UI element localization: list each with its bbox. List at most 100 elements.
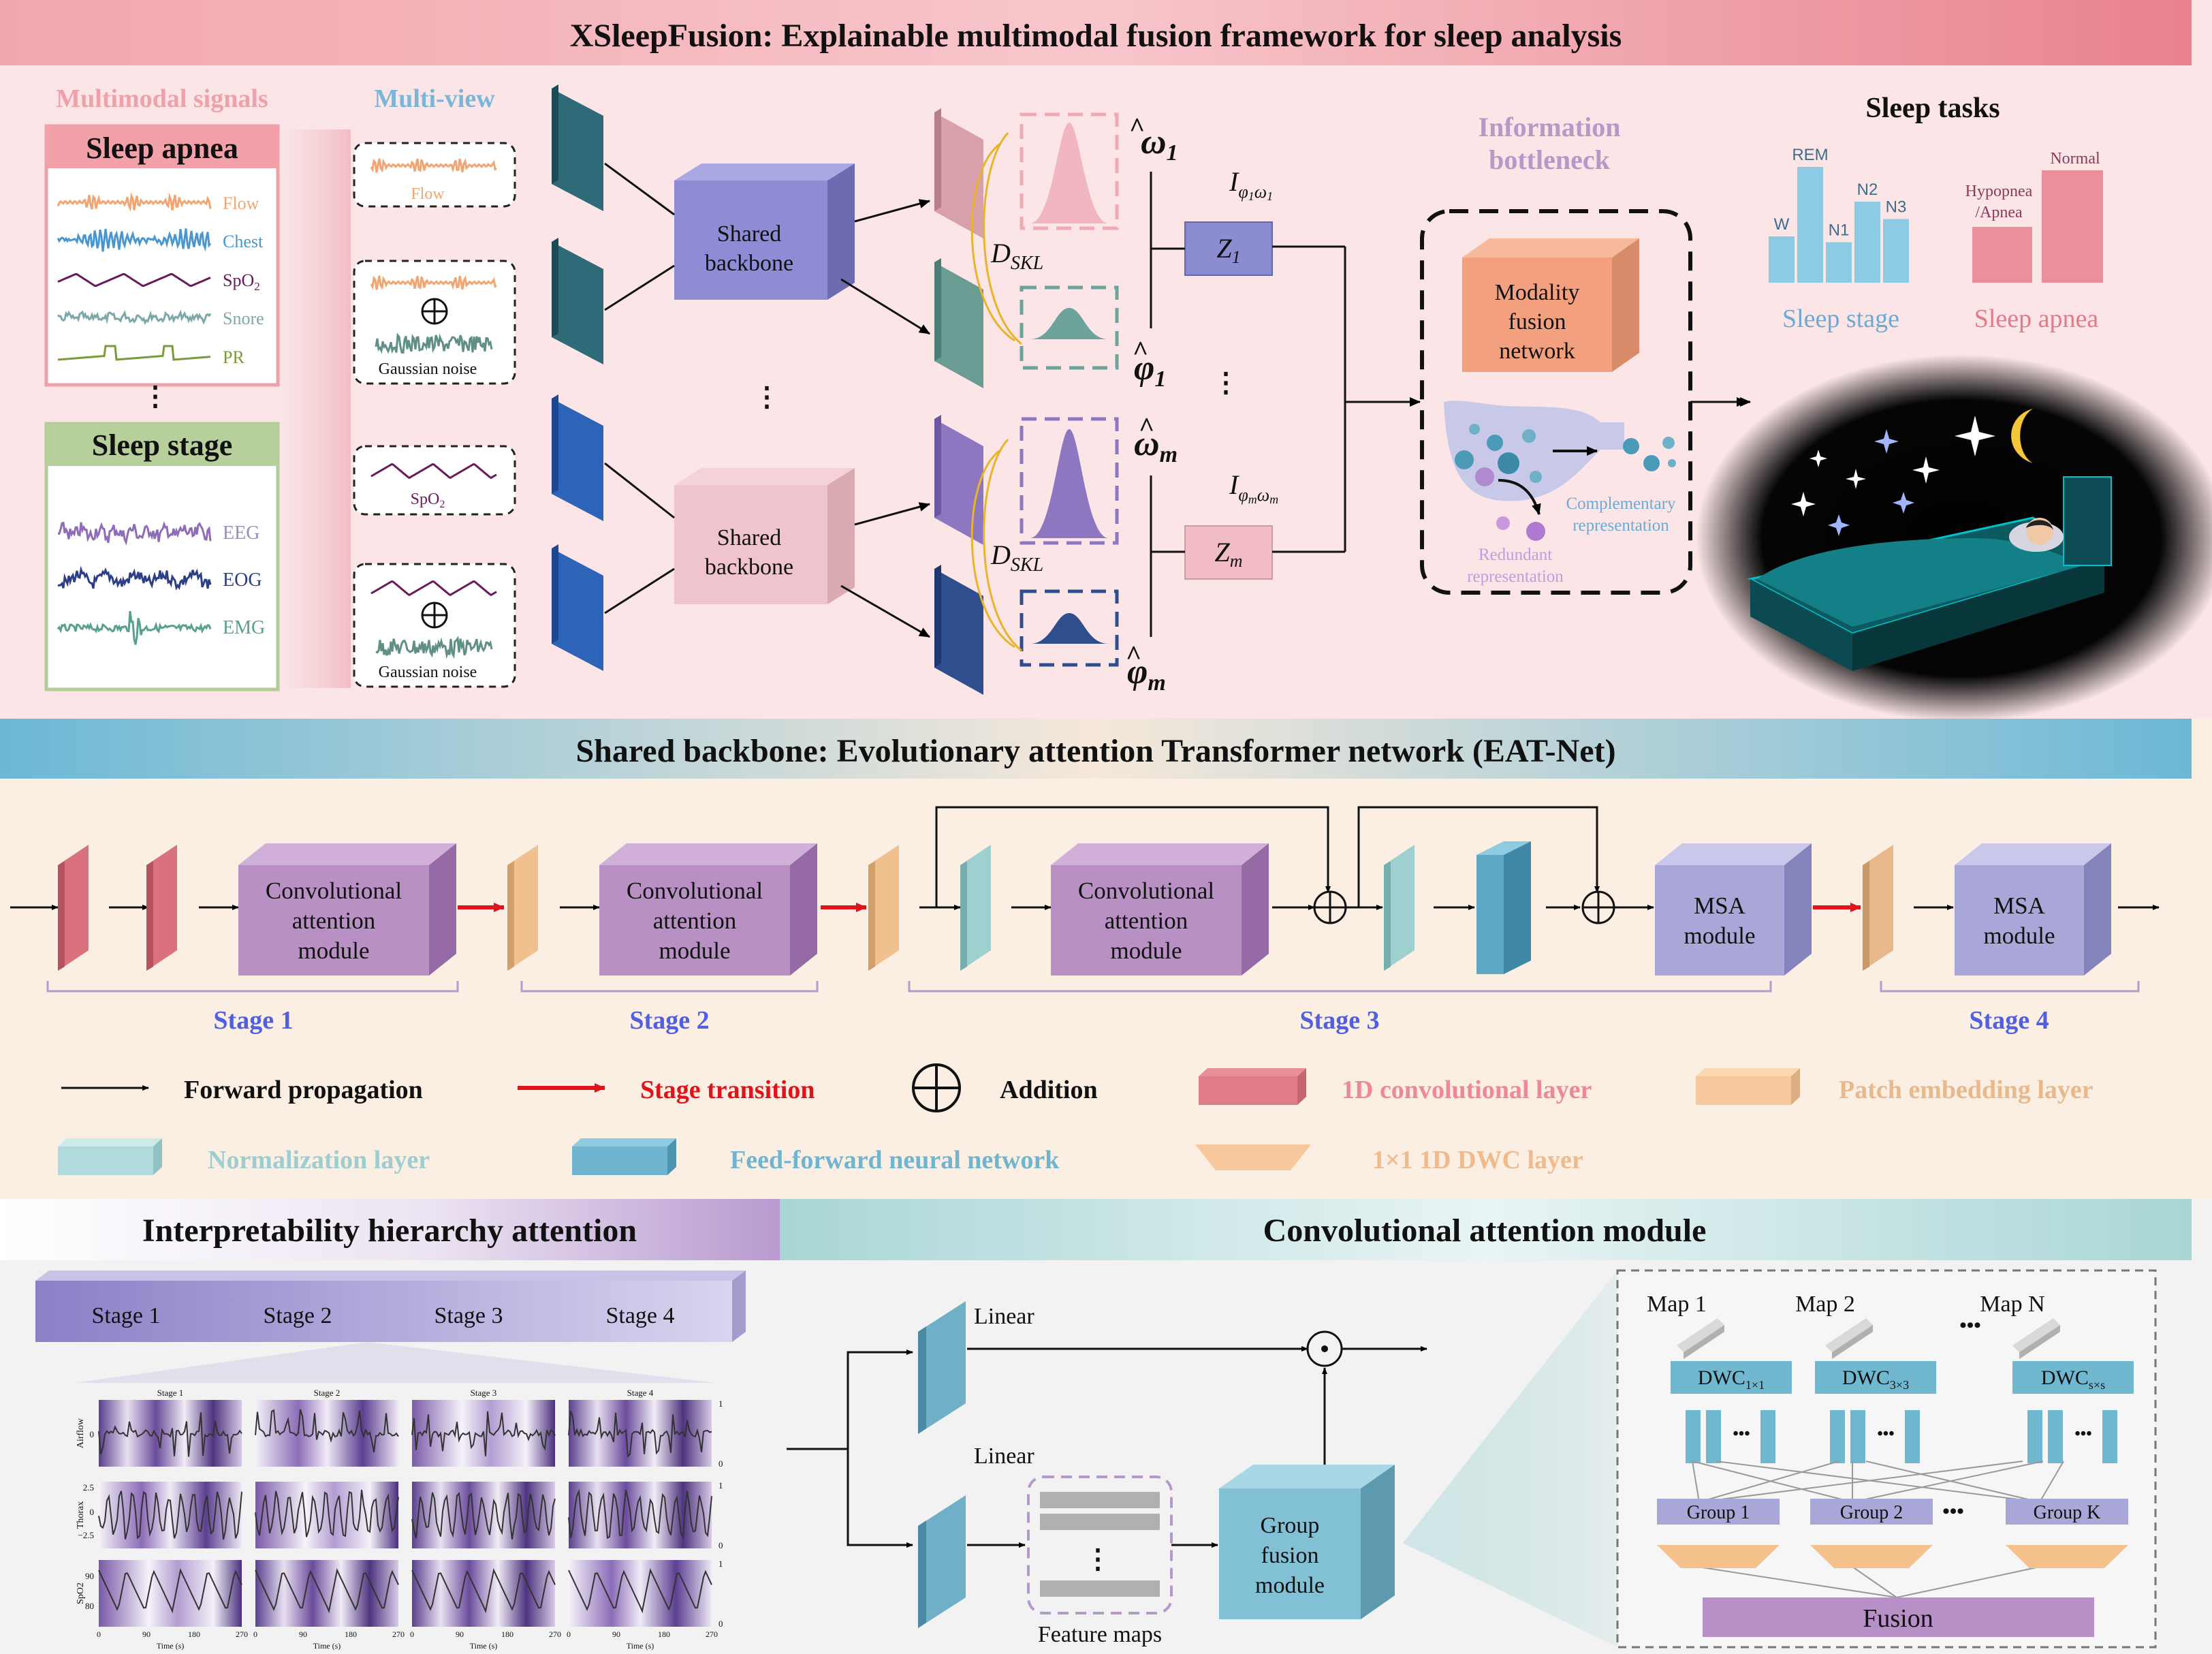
groups-ellipsis: ••• (1942, 1500, 1964, 1523)
patch-embed-slab (868, 845, 899, 971)
legend-forward: Forward propagation (184, 1076, 423, 1104)
y-tick: 0 (90, 1507, 95, 1517)
view-flow: Flow (354, 143, 515, 206)
shared-backbone-1: Shared backbone (674, 163, 855, 300)
legend-dwc: 1×1 1D DWC layer (1372, 1146, 1583, 1174)
attention-cell (569, 1560, 712, 1627)
heatmap-row-label: Airflow (76, 1418, 86, 1448)
modality-fusion-label: fusion (1508, 309, 1566, 334)
svg-text:^: ^ (1139, 411, 1154, 442)
legend-norm: Normalization layer (208, 1146, 430, 1174)
sleep-illustration (1696, 354, 2212, 722)
info-bottleneck-label: Information (1479, 112, 1621, 142)
patch-embed-slab (507, 845, 538, 971)
conv-attention-module: Convolutionalattentionmodule (599, 843, 817, 976)
linear-label-1: Linear (974, 1304, 1034, 1329)
map-n-label: Map N (1980, 1292, 2044, 1317)
sleep-apnea-box: Sleep apnea Flow Chest SpO2 Snore PR (46, 126, 278, 385)
colorbar-tick: 1 (718, 1399, 723, 1409)
x-tick: 180 (501, 1629, 514, 1639)
signals-ellipsis: ⋮ (142, 381, 169, 411)
maps-ellipsis: ••• (1959, 1314, 1981, 1337)
sleep-stage-cat: N2 (1857, 181, 1878, 199)
sleep-stage-bar (1797, 167, 1823, 283)
channel-bar (1905, 1410, 1920, 1463)
conv-attention-module-label: Convolutional (1078, 877, 1215, 904)
sleep-tasks-title: Sleep tasks (1865, 93, 2000, 124)
feature-maps-label: Feature maps (1038, 1622, 1162, 1647)
fusion-label: Fusion (1863, 1604, 1933, 1633)
view-funnel (279, 129, 351, 688)
gaussian-noise-label: Gaussian noise (379, 360, 477, 378)
emg-label: EMG (223, 617, 265, 638)
conv-attention-module-label: module (1111, 937, 1182, 964)
ffn-slab (1476, 841, 1531, 974)
y-tick: −2.5 (78, 1530, 94, 1540)
multimodal-signals-label: Multimodal signals (56, 84, 268, 113)
x-tick: 270 (236, 1629, 248, 1639)
info-bottleneck-label: bottleneck (1489, 144, 1611, 175)
conv-attention-module: Convolutionalattentionmodule (238, 843, 456, 976)
stage2-label: Stage 2 (629, 1006, 709, 1035)
channel-bar (1706, 1410, 1721, 1463)
y-tick: 0 (90, 1429, 95, 1439)
channel-bar (1830, 1410, 1845, 1463)
x-tick: 0 (410, 1629, 414, 1639)
x-tick: 270 (706, 1629, 718, 1639)
conv-attention-module: Convolutionalattentionmodule (1051, 843, 1269, 976)
colorbar-tick: 0 (718, 1540, 723, 1550)
heatmap-row-label: Thorax (76, 1501, 86, 1529)
channel-bar (2048, 1410, 2063, 1463)
sleep-stage-chart-title: Sleep stage (1782, 305, 1899, 333)
msa-module-label: MSA (1993, 892, 2046, 919)
conv-attention-module-label: module (298, 937, 370, 964)
sleep-stage-bar (1826, 243, 1852, 283)
stage-attention-bar: Stage 1 Stage 2 Stage 3 Stage 4 (35, 1270, 746, 1342)
x-tick: 90 (456, 1629, 464, 1639)
apnea-bar-hypopnea (1972, 227, 2032, 283)
attention-stage-2: Stage 2 (263, 1303, 332, 1328)
conv-attention-module-label: attention (292, 907, 375, 934)
attention-cell (412, 1560, 555, 1627)
apnea-bar-normal (2042, 170, 2103, 283)
legend-transition: Stage transition (640, 1076, 815, 1104)
flow-label: Flow (223, 193, 259, 213)
norm-slab (960, 845, 991, 971)
attention-cell (255, 1400, 398, 1467)
group-fusion-label: fusion (1261, 1543, 1319, 1568)
bottom-left-title: Interpretability hierarchy attention (142, 1213, 637, 1249)
modality-fusion-network: Modality fusion network (1462, 238, 1639, 372)
msa-module-label: module (1684, 922, 1756, 949)
legend-patch-swatch (1696, 1068, 1800, 1105)
attention-stage-4: Stage 4 (605, 1303, 674, 1328)
svg-text:^: ^ (1133, 335, 1148, 366)
addition-icon (913, 1065, 960, 1111)
colorbar-tick: 0 (718, 1619, 723, 1629)
z-ellipsis: ⋮ (1212, 367, 1239, 398)
conv1d-slab (146, 845, 177, 971)
z1-box: Z1 (1185, 222, 1272, 275)
group-fusion-module: Group fusion module (1219, 1465, 1395, 1619)
msa-module: MSAmodule (1955, 843, 2111, 976)
sleep-stage-title: Sleep stage (92, 428, 233, 462)
modality-fusion-label: network (1499, 339, 1575, 364)
x-axis-label: Time (s) (157, 1641, 185, 1651)
x-tick: 180 (345, 1629, 357, 1639)
views-ellipsis: ⋮ (753, 381, 780, 412)
conv-attention-module-label: Convolutional (627, 877, 763, 904)
apnea-cat-label: /Apnea (1975, 204, 2023, 221)
y-tick: 80 (85, 1601, 94, 1611)
heatmap-col-title: Stage 4 (627, 1388, 654, 1398)
backbone-label: Shared (717, 525, 781, 550)
x-axis-label: Time (s) (470, 1641, 498, 1651)
colorbar-tick: 1 (718, 1559, 723, 1569)
svg-text:^: ^ (1126, 640, 1141, 670)
sleep-apnea-chart-title: Sleep apnea (1974, 305, 2099, 333)
complementary-label: Complementary (1566, 495, 1676, 513)
sleep-stage-cat: REM (1792, 146, 1828, 164)
linear-label-2: Linear (974, 1444, 1034, 1469)
backbone-label: Shared (717, 221, 781, 247)
middle-title: Shared backbone: Evolutionary attention … (575, 733, 1615, 769)
map-2-label: Map 2 (1795, 1292, 1855, 1317)
